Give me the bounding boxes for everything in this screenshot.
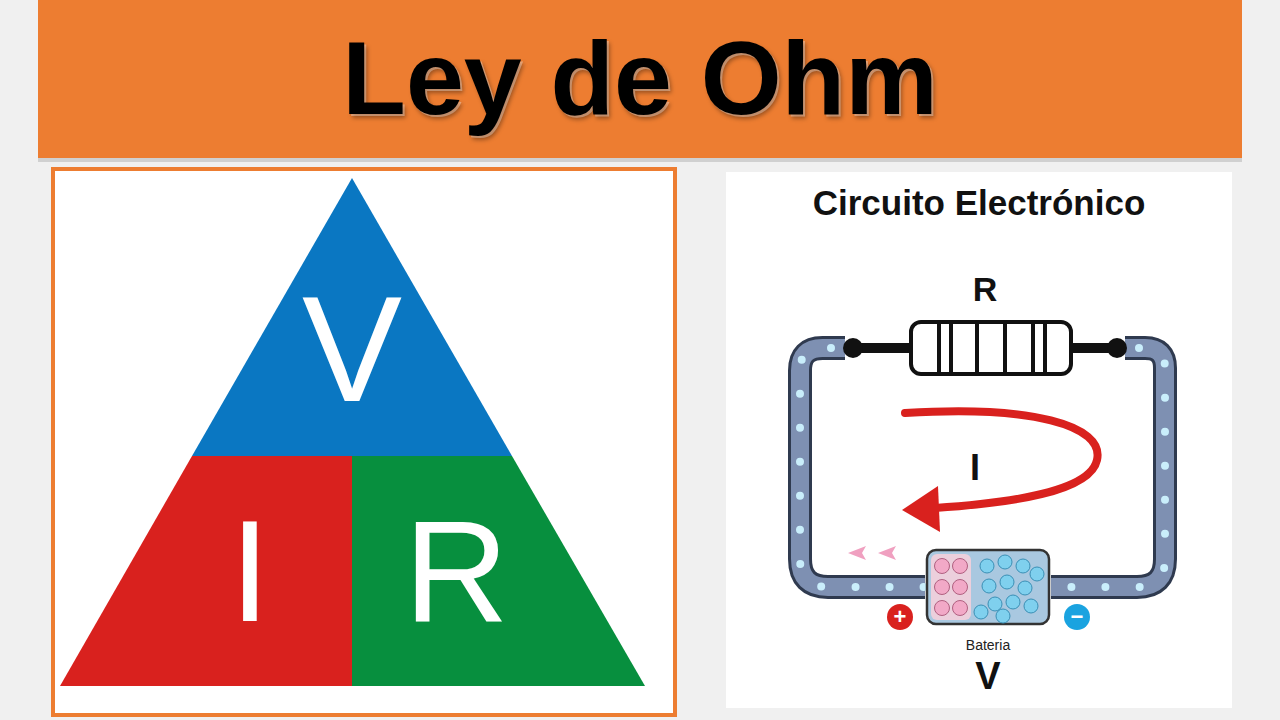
panel-heading: Circuito Electrónico bbox=[813, 182, 1146, 224]
electron-dot bbox=[998, 555, 1012, 569]
flow-chevron bbox=[848, 546, 866, 560]
color-band bbox=[975, 322, 979, 374]
resistor-body bbox=[845, 308, 1125, 388]
circuit-wire bbox=[800, 348, 925, 587]
triangle-left-i: I bbox=[60, 456, 352, 686]
color-band bbox=[1003, 322, 1007, 374]
charge-dot bbox=[953, 559, 968, 574]
battery-case bbox=[927, 550, 1049, 624]
charge-dot bbox=[935, 580, 950, 595]
battery-caption: Bateria bbox=[966, 636, 1010, 654]
voltage-label: V bbox=[975, 654, 1000, 698]
resistor-label: R bbox=[973, 270, 998, 308]
circuit-wire bbox=[1051, 348, 1165, 587]
wire-core bbox=[1051, 348, 1165, 587]
triangle-right-r: R bbox=[352, 456, 645, 686]
circuit-panel: Circuito ElectrónicoR BateriaV bbox=[726, 172, 1232, 708]
electron-dot bbox=[1016, 559, 1030, 573]
charge-dot bbox=[953, 601, 968, 616]
current-label: I bbox=[970, 448, 980, 488]
color-band bbox=[1043, 322, 1047, 374]
title-band bbox=[38, 0, 1242, 158]
electron-dot bbox=[996, 609, 1010, 623]
positive-cell bbox=[931, 554, 971, 620]
wire-outline bbox=[1051, 348, 1165, 587]
lead-terminal bbox=[1107, 338, 1127, 358]
wire-outline bbox=[800, 348, 925, 587]
electron-dot bbox=[1006, 595, 1020, 609]
wire-electrons bbox=[800, 348, 925, 587]
resistor-symbol: R bbox=[845, 270, 1125, 388]
ohm-symbol: R bbox=[404, 499, 509, 644]
electron-dot bbox=[1000, 575, 1014, 589]
resistor-case bbox=[911, 322, 1071, 374]
battery-body bbox=[925, 548, 1051, 626]
band-rule bbox=[38, 158, 1242, 162]
negative-terminal: − bbox=[1064, 604, 1090, 630]
flow-chevron bbox=[878, 546, 896, 560]
electron-dot bbox=[974, 605, 988, 619]
charge-dot bbox=[953, 580, 968, 595]
right-panel bbox=[726, 172, 1232, 708]
current-arrowhead bbox=[902, 486, 940, 532]
sector-fill bbox=[192, 178, 512, 456]
triangle-top-v: V bbox=[192, 178, 512, 456]
color-band bbox=[937, 322, 941, 374]
battery-symbol: BateriaV bbox=[925, 548, 1051, 704]
electron-dot bbox=[1024, 599, 1038, 613]
triangle-sector bbox=[60, 456, 352, 686]
ohm-symbol: V bbox=[302, 274, 402, 424]
page-title: Ley de Ohm bbox=[38, 18, 1242, 138]
sector-fill bbox=[352, 456, 645, 686]
electron-dot bbox=[1018, 581, 1032, 595]
charge-dot bbox=[935, 559, 950, 574]
wire-core bbox=[800, 348, 925, 587]
lead-terminal bbox=[843, 338, 863, 358]
charge-dot bbox=[935, 601, 950, 616]
wire-electrons bbox=[1051, 348, 1165, 587]
left-panel bbox=[53, 169, 675, 715]
ohm-symbol: I bbox=[230, 499, 270, 644]
electron-dot bbox=[988, 597, 1002, 611]
electron-dot bbox=[980, 559, 994, 573]
positive-terminal: + bbox=[887, 604, 913, 630]
electron-dot bbox=[982, 579, 996, 593]
color-band bbox=[1031, 322, 1035, 374]
electron-dot bbox=[1030, 567, 1044, 581]
color-band bbox=[949, 322, 953, 374]
sector-fill bbox=[60, 456, 352, 686]
